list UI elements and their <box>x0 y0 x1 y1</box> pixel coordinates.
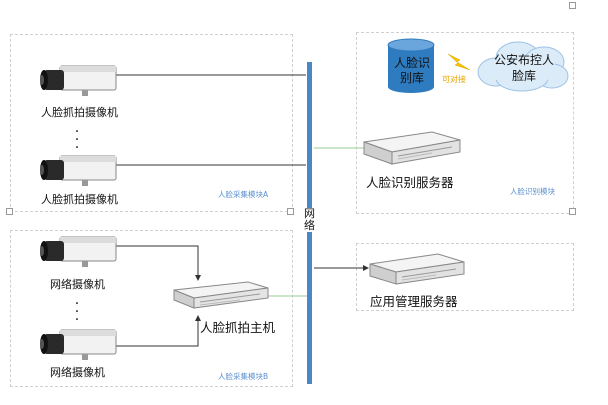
face-db-icon <box>386 38 436 94</box>
police-db-label: 公安布控人脸库 <box>494 53 555 83</box>
lightning-icon <box>446 52 472 72</box>
recognition-server-label: 人脸识别服务器 <box>366 175 454 190</box>
network-camera-icon <box>36 326 118 366</box>
resize-handle[interactable] <box>287 208 294 215</box>
network-camera-label: 网络摄像机 <box>50 278 105 291</box>
cloud-icon <box>474 38 572 94</box>
resize-handle[interactable] <box>6 208 13 215</box>
app-server-label: 应用管理服务器 <box>370 294 458 309</box>
recognition-module-label: 人脸识别模块 <box>510 187 555 196</box>
face-capture-camera-icon <box>36 152 118 192</box>
module-b-label: 人脸采集模块B <box>218 372 269 381</box>
module-a-label: 人脸采集模块A <box>218 190 269 199</box>
face-capture-camera-icon <box>36 62 118 102</box>
recognition-server-icon <box>360 128 464 168</box>
ellipsis-vertical-icon: ··· <box>74 124 80 156</box>
module-a-frame <box>10 34 293 212</box>
face-capture-camera-label: 人脸抓拍摄像机 <box>41 193 118 206</box>
face-capture-host-label: 人脸抓拍主机 <box>200 320 276 335</box>
recognition-module-frame <box>356 32 574 214</box>
network-label: 网络 <box>304 207 316 232</box>
face-capture-host-icon <box>170 278 272 314</box>
resize-handle[interactable] <box>569 208 576 215</box>
ellipsis-vertical-icon: ··· <box>74 296 80 328</box>
module-b-frame <box>10 230 293 387</box>
network-camera-label: 网络摄像机 <box>50 366 105 379</box>
face-db-label: 人脸识别库 <box>393 56 430 85</box>
resize-handle[interactable] <box>569 2 576 9</box>
can-connect-label: 可对接 <box>442 75 466 84</box>
face-capture-camera-label: 人脸抓拍摄像机 <box>41 106 118 119</box>
app-server-frame <box>356 243 574 311</box>
network-camera-icon <box>36 233 118 273</box>
app-server-icon <box>366 250 468 288</box>
